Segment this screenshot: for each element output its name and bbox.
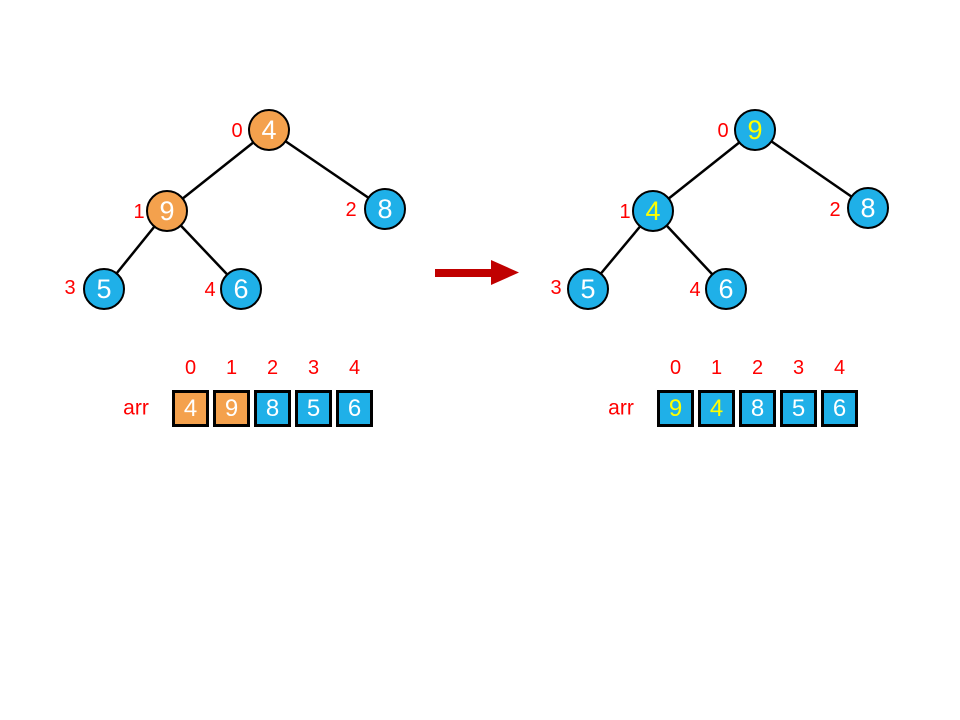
right-array-label: arr bbox=[608, 396, 634, 420]
right-tree-index-0: 0 bbox=[717, 120, 729, 142]
right-array-index-4: 4 bbox=[833, 357, 846, 379]
right-array-cell-0: 9 bbox=[657, 390, 694, 427]
left-array-index-0: 0 bbox=[184, 357, 197, 379]
right-tree-node-3: 5 bbox=[567, 268, 609, 310]
right-array-cell-3: 5 bbox=[780, 390, 817, 427]
right-tree-node-2: 8 bbox=[847, 187, 889, 229]
right-tree-node-1: 4 bbox=[632, 190, 674, 232]
left-tree-node-0: 4 bbox=[248, 109, 290, 151]
right-array-cell-2: 8 bbox=[739, 390, 776, 427]
left-tree-node-3: 5 bbox=[83, 268, 125, 310]
right-array-index-2: 2 bbox=[751, 357, 764, 379]
left-tree-node-1: 9 bbox=[146, 190, 188, 232]
right-array-index-0: 0 bbox=[669, 357, 682, 379]
left-tree-index-0: 0 bbox=[231, 120, 243, 142]
left-array-label: arr bbox=[123, 396, 149, 420]
left-tree-edge-0-2 bbox=[268, 128, 386, 211]
left-array-cell-2: 8 bbox=[254, 390, 291, 427]
right-arrow-icon bbox=[435, 260, 519, 285]
right-tree-edge-0-2 bbox=[754, 128, 869, 210]
left-array-cell-3: 5 bbox=[295, 390, 332, 427]
left-tree-index-2: 2 bbox=[345, 199, 357, 221]
left-array-cell-4: 6 bbox=[336, 390, 373, 427]
right-array-cells: 9 4 8 5 6 bbox=[657, 390, 858, 427]
left-tree-index-4: 4 bbox=[204, 279, 216, 301]
right-array-index-1: 1 bbox=[710, 357, 723, 379]
right-array-index-row: 0 1 2 3 4 bbox=[657, 358, 858, 378]
left-array-cells: 4 9 8 5 6 bbox=[172, 390, 373, 427]
right-array-index-3: 3 bbox=[792, 357, 805, 379]
left-array-index-1: 1 bbox=[225, 357, 238, 379]
left-array-cell-1: 9 bbox=[213, 390, 250, 427]
right-array-cell-4: 6 bbox=[821, 390, 858, 427]
right-tree-index-3: 3 bbox=[550, 277, 562, 299]
left-tree-node-2: 8 bbox=[364, 188, 406, 230]
left-array-cell-0: 4 bbox=[172, 390, 209, 427]
right-tree-node-0: 9 bbox=[734, 109, 776, 151]
right-tree-node-4: 6 bbox=[705, 268, 747, 310]
right-array-cell-1: 4 bbox=[698, 390, 735, 427]
right-tree-index-4: 4 bbox=[689, 279, 701, 301]
left-array-index-3: 3 bbox=[307, 357, 320, 379]
left-tree-index-3: 3 bbox=[64, 277, 76, 299]
left-tree-index-1: 1 bbox=[133, 201, 145, 223]
left-array-index-row: 0 1 2 3 4 bbox=[172, 358, 373, 378]
right-tree-index-2: 2 bbox=[829, 199, 841, 221]
right-tree-index-1: 1 bbox=[619, 201, 631, 223]
left-array-index-2: 2 bbox=[266, 357, 279, 379]
left-array-index-4: 4 bbox=[348, 357, 361, 379]
left-tree-node-4: 6 bbox=[220, 268, 262, 310]
